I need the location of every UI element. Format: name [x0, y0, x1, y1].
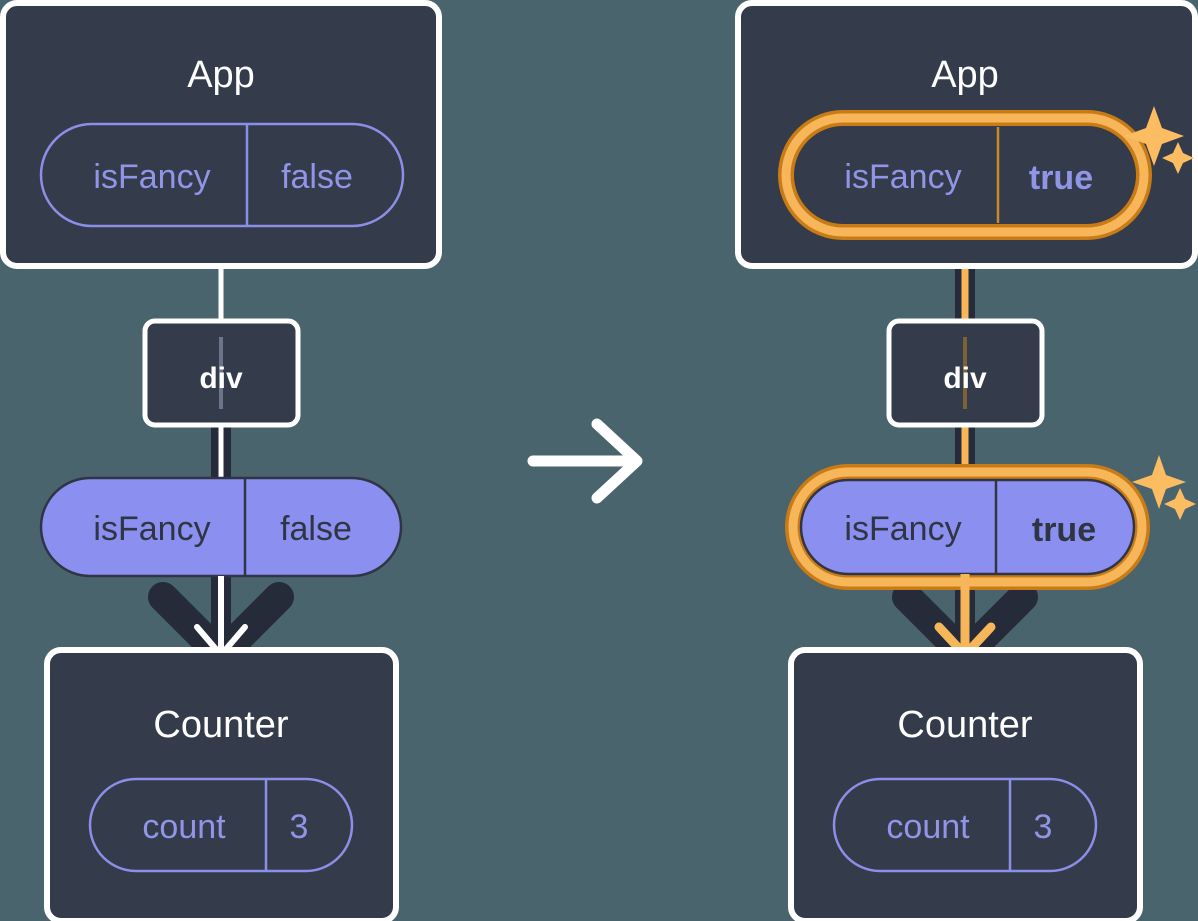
state-pill-counter-after-shape — [832, 777, 1098, 873]
prop-pill-before-value: false — [280, 510, 352, 548]
node-app-title: App — [187, 54, 255, 96]
state-pill-counter-after[interactable]: count 3 — [832, 777, 1098, 873]
prop-pill-before-key: isFancy — [93, 510, 210, 548]
node-counter-before-card — [44, 647, 399, 921]
state-pill-app-after-highlight-inner — [781, 113, 1149, 237]
node-app-card — [0, 0, 442, 269]
state-pill-app-after-value: true — [1029, 159, 1093, 197]
state-pill-counter-before-key: count — [142, 808, 226, 846]
node-counter-before[interactable]: Counter count 3 — [44, 647, 399, 921]
state-pill-counter-after-key: count — [886, 808, 970, 846]
prop-pill-after[interactable]: isFancy true — [785, 464, 1150, 590]
node-counter-after[interactable]: Counter count 3 — [788, 647, 1143, 921]
state-pill-app-after-shape — [795, 127, 1135, 223]
node-div-after-title: div — [943, 362, 987, 395]
node-app-after[interactable]: App isFancy true — [735, 0, 1198, 269]
state-pill-app-shape — [39, 122, 405, 228]
state-pill-counter-after-value: 3 — [1034, 808, 1053, 846]
panel-before: App isFancy false div isFancy false — [0, 0, 442, 921]
node-counter-after-card — [788, 647, 1143, 921]
state-pill-counter-before-value: 3 — [290, 808, 309, 846]
node-div-title: div — [199, 362, 243, 395]
arrow-right-icon — [527, 418, 643, 504]
prop-pill-after-value: true — [1032, 511, 1096, 549]
state-pill-app-after-key: isFancy — [844, 158, 961, 196]
panel-after: App isFancy true div — [735, 0, 1198, 921]
state-pill-app-key: isFancy — [93, 158, 210, 196]
node-counter-after-title: Counter — [897, 704, 1033, 746]
state-pill-counter-before[interactable]: count 3 — [88, 777, 354, 873]
node-counter-before-title: Counter — [153, 704, 289, 746]
sparkle-icon-app — [1124, 106, 1194, 174]
prop-pill-before[interactable]: isFancy false — [39, 476, 403, 578]
node-div-after[interactable]: div — [886, 318, 1045, 428]
prop-pill-after-key: isFancy — [844, 510, 961, 548]
node-app[interactable]: App isFancy false — [0, 0, 442, 269]
state-pill-counter-before-shape — [88, 777, 354, 873]
state-pill-app-value: false — [281, 158, 353, 196]
sparkle-icon-prop — [1132, 455, 1196, 520]
node-div[interactable]: div — [142, 318, 301, 428]
state-pill-app-after[interactable]: isFancy true — [778, 110, 1152, 240]
state-pill-app[interactable]: isFancy false — [39, 122, 405, 228]
node-app-after-title: App — [931, 54, 999, 96]
